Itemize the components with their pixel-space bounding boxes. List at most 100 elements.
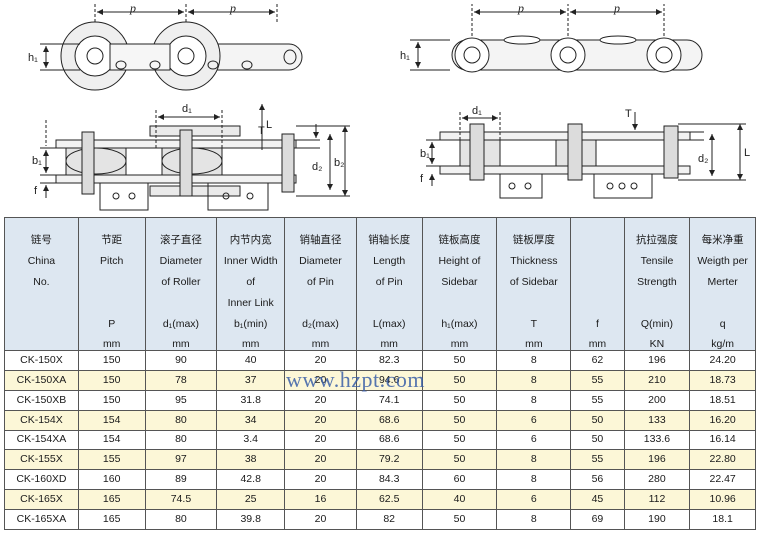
label-p-4: p bbox=[613, 1, 620, 15]
table-cell: 6 bbox=[496, 409, 572, 431]
table-cell: 112 bbox=[623, 489, 691, 511]
table-cell: 160 bbox=[77, 469, 146, 491]
table-cell: 18.1 bbox=[689, 509, 756, 531]
header-symbol bbox=[5, 314, 77, 334]
table-cell: 50 bbox=[421, 409, 498, 431]
header-symbol: h₁(max) bbox=[441, 318, 478, 330]
header-text-line: 抗拉强度 bbox=[635, 234, 678, 246]
header-unit: KN bbox=[649, 338, 665, 350]
header-symbol: Q(min) bbox=[640, 318, 673, 330]
table-cell: 165 bbox=[77, 489, 146, 511]
table-cell: 22.47 bbox=[689, 469, 756, 491]
header-text-line: Length bbox=[373, 255, 406, 267]
header-symbol: d₁(max) bbox=[162, 318, 200, 330]
table-cell: 200 bbox=[623, 389, 691, 411]
column-header: f mm bbox=[570, 217, 625, 351]
header-text-line: of Pin bbox=[375, 276, 403, 288]
technical-drawing: p p h₁ d₁ T b₁ b₂ d₂ L f p p h₁ d₁ T b₁ … bbox=[28, 1, 750, 211]
table-cell: 280 bbox=[623, 469, 691, 491]
header-symbol: f bbox=[595, 318, 599, 330]
table-cell: 50 bbox=[421, 350, 498, 371]
table-cell: 150 bbox=[77, 369, 146, 391]
header-text-line: 销轴直径 bbox=[299, 234, 342, 246]
table-cell: 74.1 bbox=[355, 389, 423, 411]
chain-number-cell: CK-150X bbox=[4, 350, 79, 371]
table-cell: 150 bbox=[77, 350, 146, 371]
table-cell: 34 bbox=[216, 409, 286, 431]
header-text-line: of Pin bbox=[307, 276, 334, 288]
table-cell: 154 bbox=[77, 429, 146, 451]
table-cell: 38 bbox=[216, 449, 286, 471]
table-cell: 55 bbox=[570, 389, 625, 411]
table-cell: 84.3 bbox=[355, 469, 423, 491]
table-cell: 196 bbox=[623, 449, 691, 471]
table-cell: 190 bbox=[623, 509, 691, 531]
label-d2: d₂ bbox=[312, 161, 322, 173]
header-text-line: Diameter bbox=[159, 255, 203, 267]
table-cell: 20 bbox=[284, 369, 357, 391]
table-cell: 50 bbox=[421, 369, 498, 391]
label-L: L bbox=[266, 119, 272, 131]
table-cell: 74.5 bbox=[144, 489, 218, 511]
header-text-line: No. bbox=[33, 276, 50, 288]
header-unit: mm bbox=[588, 338, 607, 350]
table-cell: 50 bbox=[570, 429, 625, 451]
label-p-1: p bbox=[129, 1, 136, 15]
table-cell: 31.8 bbox=[216, 389, 286, 411]
header-symbol: L(max) bbox=[372, 318, 406, 330]
header-text-line: Merter bbox=[707, 276, 738, 288]
label-h1-right: h₁ bbox=[400, 50, 410, 62]
header-unit bbox=[5, 334, 77, 350]
table-cell: 18.51 bbox=[689, 389, 756, 411]
table-cell: 50 bbox=[570, 409, 625, 431]
header-text-line: Inner Link bbox=[227, 297, 274, 309]
left-side-view bbox=[40, 4, 303, 91]
table-cell: 133 bbox=[623, 409, 691, 431]
table-cell: 55 bbox=[570, 449, 625, 471]
table-cell: 50 bbox=[421, 449, 498, 471]
table-cell: 133.6 bbox=[623, 429, 691, 451]
header-unit: mm bbox=[525, 338, 543, 350]
table-cell: 62 bbox=[570, 350, 625, 371]
table-cell: 79.2 bbox=[355, 449, 423, 471]
header-unit: mm bbox=[172, 338, 190, 350]
table-cell: 80 bbox=[144, 429, 218, 451]
header-symbol: T bbox=[530, 318, 538, 330]
label-f-right: f bbox=[420, 173, 424, 185]
header-text-line: Diameter bbox=[299, 255, 342, 267]
header-unit: mm bbox=[450, 338, 469, 350]
table-cell: 8 bbox=[496, 369, 572, 391]
chain-number-cell: CK-165XA bbox=[4, 509, 79, 531]
header-unit: mm bbox=[102, 338, 121, 350]
label-d1: d₁ bbox=[182, 103, 192, 115]
table-cell: 20 bbox=[284, 429, 357, 451]
table-cell: 50 bbox=[421, 389, 498, 411]
table-cell: 25 bbox=[216, 489, 286, 511]
table-cell: 90 bbox=[144, 350, 218, 371]
header-text-line: of Roller bbox=[161, 276, 201, 288]
label-T-right: T bbox=[625, 108, 632, 120]
table-cell: 39.8 bbox=[216, 509, 286, 531]
label-f: f bbox=[34, 185, 38, 197]
header-unit: mm bbox=[311, 338, 330, 350]
table-cell: 42.8 bbox=[216, 469, 286, 491]
chain-number-cell: CK-155X bbox=[4, 449, 79, 471]
right-top-view bbox=[426, 112, 746, 199]
table-cell: 210 bbox=[623, 369, 691, 391]
header-text-line: of Sidebar bbox=[509, 276, 558, 288]
table-cell: 16.14 bbox=[689, 429, 756, 451]
header-text-line: of bbox=[246, 276, 256, 288]
header-text-line: 链板厚度 bbox=[512, 234, 555, 246]
table-cell: 8 bbox=[496, 509, 572, 531]
